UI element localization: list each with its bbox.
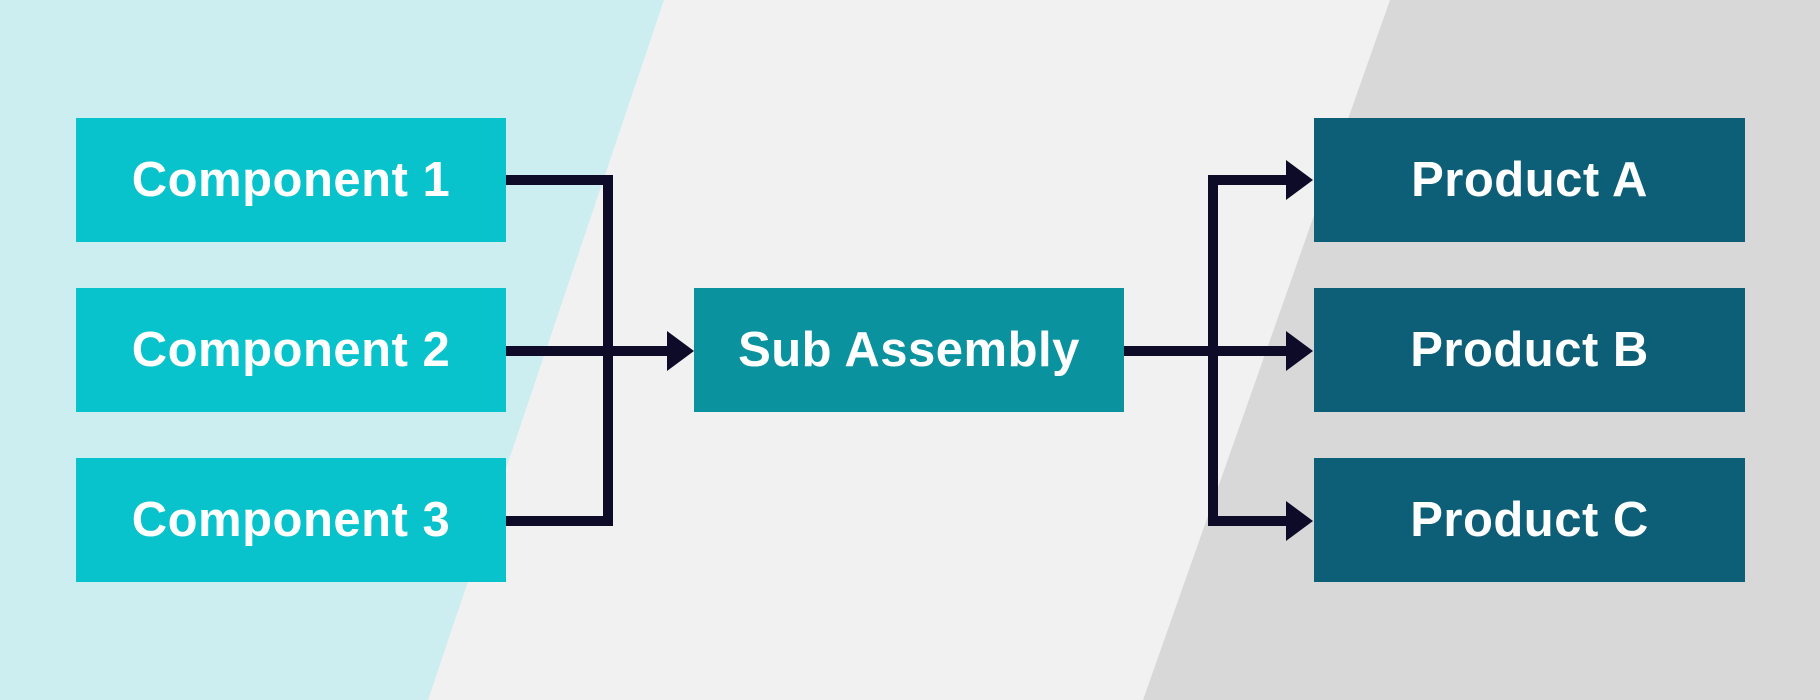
products-bracket-connector (1208, 175, 1287, 526)
node-label: Product A (1411, 152, 1648, 207)
node-product-b: Product B (1314, 288, 1745, 412)
node-component-1: Component 1 (76, 118, 506, 242)
arrowhead-into-product-c-icon (1286, 501, 1313, 541)
node-component-3: Component 3 (76, 458, 506, 582)
node-label: Component 1 (131, 152, 451, 207)
arrowhead-into-subassembly-icon (667, 331, 694, 371)
node-product-a: Product A (1314, 118, 1745, 242)
node-label: Sub Assembly (738, 322, 1080, 377)
node-sub-assembly: Sub Assembly (694, 288, 1124, 412)
node-label: Component 2 (131, 322, 451, 377)
node-label: Component 3 (131, 492, 451, 547)
arrowhead-into-product-b-icon (1286, 331, 1313, 371)
node-label: Product C (1410, 492, 1649, 547)
arrowhead-into-product-a-icon (1286, 160, 1313, 200)
node-product-c: Product C (1314, 458, 1745, 582)
node-component-2: Component 2 (76, 288, 506, 412)
node-label: Product B (1410, 322, 1649, 377)
